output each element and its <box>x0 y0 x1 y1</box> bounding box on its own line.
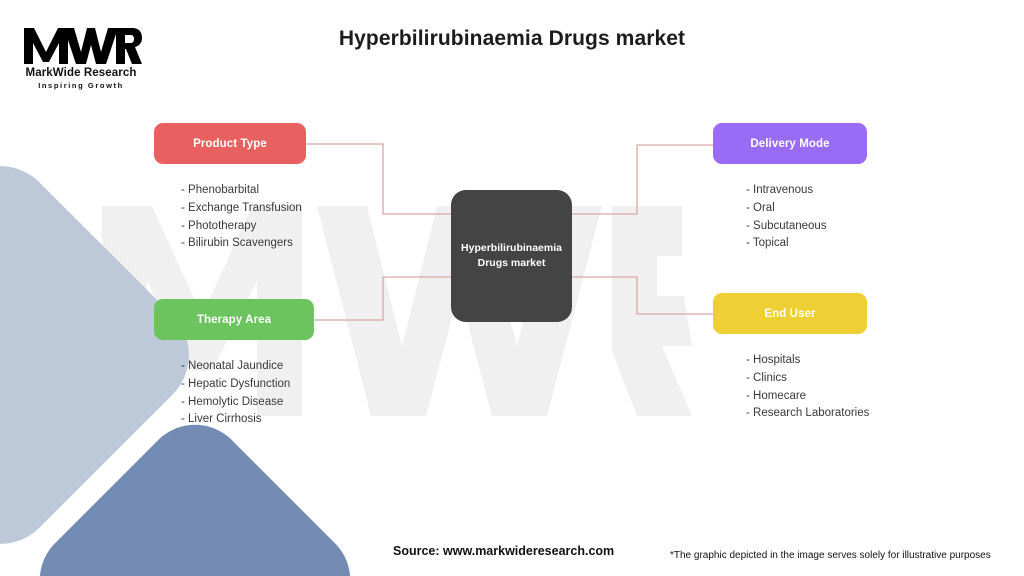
block-items-product-type: - Phenobarbital - Exchange Transfusion -… <box>154 182 306 253</box>
list-item: - Research Laboratories <box>746 407 870 420</box>
connector-end-user <box>572 276 713 315</box>
block-product-type: Product Type - Phenobarbital - Exchange … <box>154 123 306 253</box>
connector-delivery-mode <box>572 144 713 215</box>
list-item: - Subcutaneous <box>746 219 827 232</box>
list-item: - Phenobarbital <box>181 184 259 196</box>
list-item: - Bilirubin Scavengers <box>181 237 293 250</box>
list-item: - Hepatic Dysfunction <box>181 377 291 390</box>
block-delivery-mode: Delivery Mode - Intravenous - Oral - Sub… <box>713 123 867 253</box>
mwr-logo-icon <box>24 28 142 64</box>
block-header-delivery-mode[interactable]: Delivery Mode <box>713 123 867 164</box>
block-header-product-type[interactable]: Product Type <box>154 123 306 164</box>
list-item: - Liver Cirrhosis <box>181 413 262 426</box>
list-item: - Topical <box>746 237 789 250</box>
brand-logo: MarkWide Research Inspiring Growth <box>20 22 142 90</box>
page-title: Hyperbilirubinaemia Drugs market <box>338 27 686 50</box>
list-item: - Phototherapy <box>181 219 257 232</box>
center-node: Hyperbilirubinaemia Drugs market <box>451 190 572 322</box>
list-item: - Homecare <box>746 389 807 402</box>
center-node-line1: Hyperbilirubinaemia <box>461 241 562 254</box>
block-header-end-user[interactable]: End User <box>713 293 867 334</box>
list-item: - Clinics <box>746 371 787 384</box>
list-item: - Hemolytic Disease <box>181 395 284 408</box>
footer-source: Source: www.markwideresearch.com <box>393 544 615 558</box>
list-item: - Exchange Transfusion <box>181 201 302 214</box>
list-item: - Intravenous <box>746 184 814 196</box>
list-item: - Neonatal Jaundice <box>181 360 284 372</box>
logo-company-name: MarkWide Research <box>25 67 137 79</box>
block-header-therapy-area[interactable]: Therapy Area <box>154 299 314 340</box>
block-items-end-user: - Hospitals - Clinics - Homecare - Resea… <box>713 352 869 423</box>
list-item: - Oral <box>746 201 775 214</box>
connector-product-type <box>306 143 452 215</box>
footer-disclaimer: *The graphic depicted in the image serve… <box>670 550 991 561</box>
block-end-user: End User - Hospitals - Clinics - Homecar… <box>713 293 869 423</box>
connector-therapy-area <box>314 276 452 321</box>
center-node-line2: Drugs market <box>477 257 546 269</box>
block-items-delivery-mode: - Intravenous - Oral - Subcutaneous - To… <box>713 182 867 253</box>
block-therapy-area: Therapy Area - Neonatal Jaundice - Hepat… <box>154 299 314 429</box>
block-items-therapy-area: - Neonatal Jaundice - Hepatic Dysfunctio… <box>154 358 314 429</box>
list-item: - Hospitals <box>746 354 801 366</box>
logo-tagline: Inspiring Growth <box>38 81 124 90</box>
